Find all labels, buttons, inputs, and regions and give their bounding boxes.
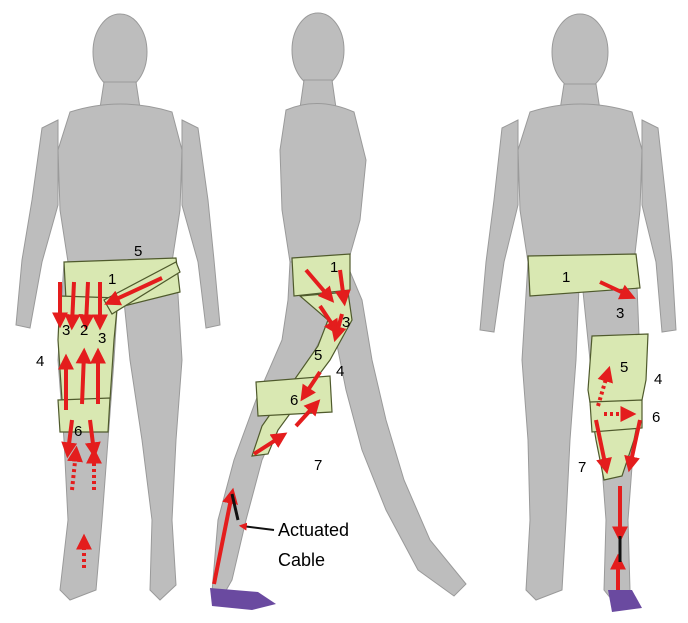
front-label: 1 (108, 271, 116, 288)
side-label: 4 (336, 363, 344, 380)
back-figure: 1 3 5 4 6 7 (480, 14, 676, 612)
front-arrow (72, 282, 74, 324)
annotation-actuated: Actuated (278, 520, 349, 540)
front-figure: 1 5 3 2 3 4 6 (16, 14, 220, 600)
front-label: 6 (74, 423, 82, 440)
side-label: 6 (290, 392, 298, 409)
back-label: 1 (562, 269, 570, 286)
side-label: 3 (342, 314, 350, 331)
back-shoe (608, 590, 642, 612)
back-body (480, 14, 676, 600)
front-label: 3 (62, 322, 70, 339)
back-label: 7 (578, 459, 586, 476)
front-arrow (82, 354, 84, 404)
back-label: 5 (620, 359, 628, 376)
side-label: 7 (314, 457, 322, 474)
side-label: 1 (330, 259, 338, 276)
side-shoe (210, 588, 276, 610)
front-label: 4 (36, 353, 44, 370)
side-label: 5 (314, 347, 322, 364)
front-arrow (86, 282, 88, 324)
annotation-cable: Cable (278, 550, 325, 570)
back-label: 3 (616, 305, 624, 322)
front-label: 3 (98, 330, 106, 347)
front-label: 5 (134, 243, 142, 260)
front-label: 2 (80, 322, 88, 339)
back-waist-belt (528, 254, 640, 296)
actuated-cable-leader (242, 526, 274, 530)
back-label: 6 (652, 409, 660, 426)
back-label: 4 (654, 371, 662, 388)
side-figure: 1 3 5 4 6 7 Actuated Cable (210, 13, 466, 610)
